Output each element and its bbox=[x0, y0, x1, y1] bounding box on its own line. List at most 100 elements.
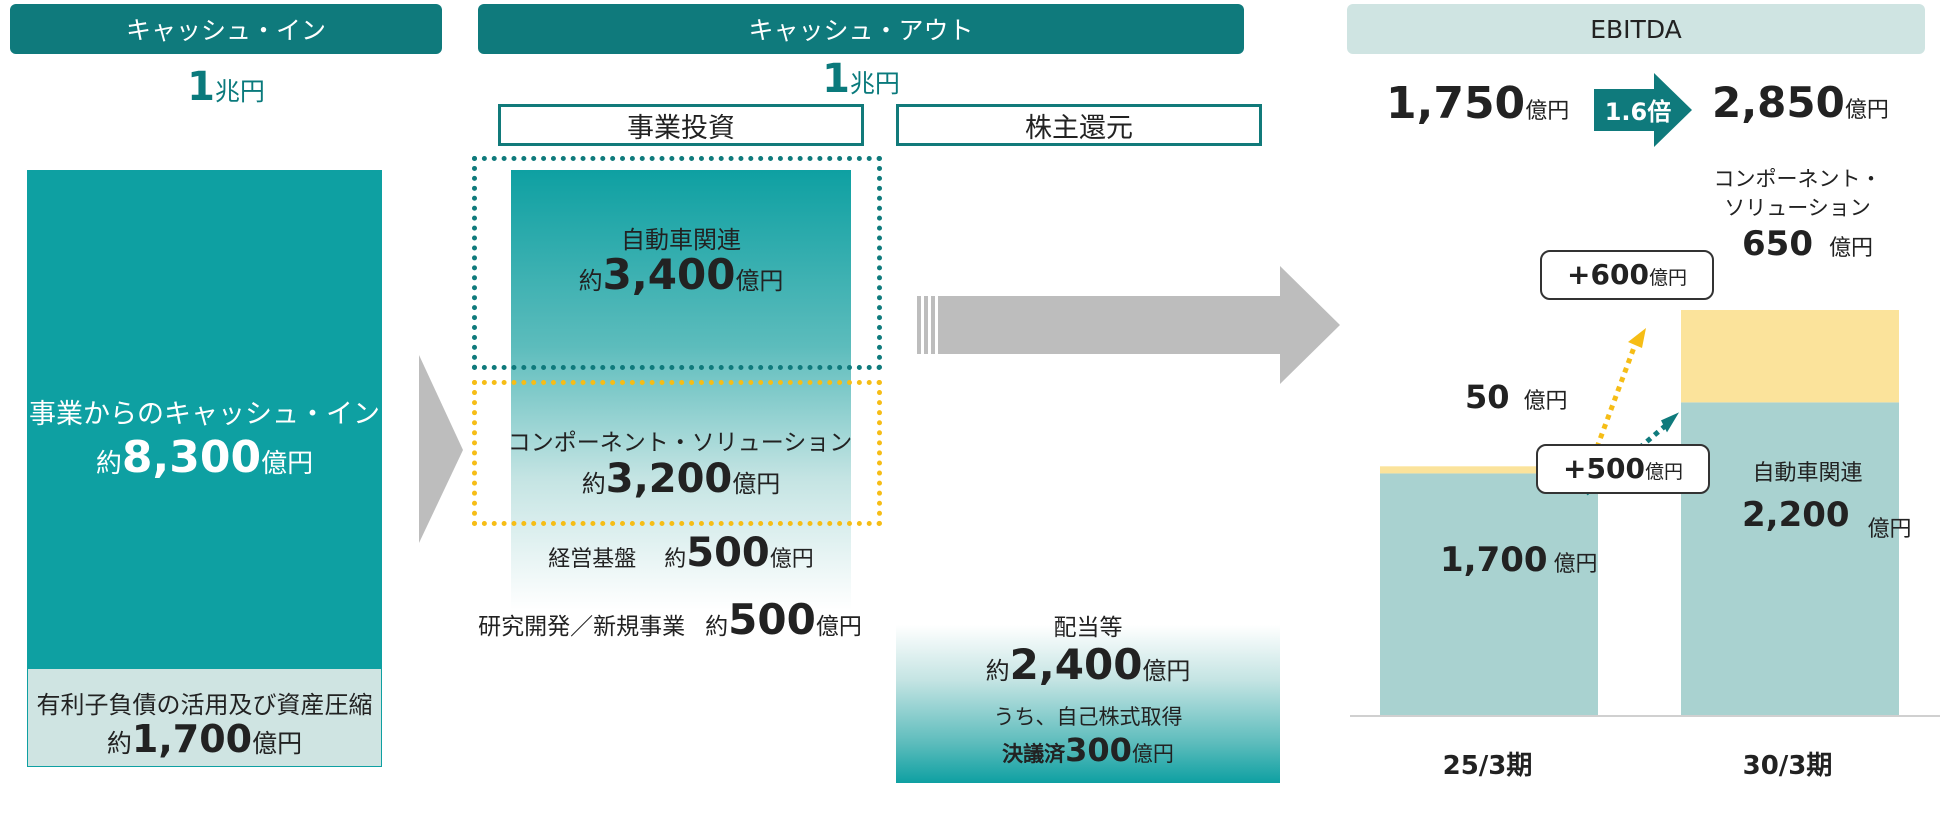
automotive-unit: 億円 bbox=[735, 267, 784, 295]
ebitda-to-value: 2,850 bbox=[1712, 78, 1845, 127]
flow-chevron bbox=[419, 355, 463, 543]
growth-arrow bbox=[1594, 73, 1692, 147]
category-label-2025: 25/3期 bbox=[1442, 751, 1533, 781]
business-investment-label: 事業投資 bbox=[498, 104, 864, 146]
rnd-unit: 億円 bbox=[815, 614, 862, 640]
cash-out-header: キャッシュ・アウト bbox=[478, 4, 1244, 54]
component-dashed-outline bbox=[472, 380, 882, 526]
buyback-unit: 億円 bbox=[1131, 742, 1174, 766]
cash-out-header-label: キャッシュ・アウト bbox=[748, 16, 974, 45]
dividend-block: 配当等 約 2,400 億円 うち、自己株式取得 決議済 300 億円 bbox=[896, 615, 1280, 783]
management-foundation: 経営基盤 約 500 億円 bbox=[511, 530, 851, 576]
cash-out-total-unit: 兆円 bbox=[849, 69, 900, 98]
automotive-amount: 約 3,400 億円 bbox=[511, 250, 851, 299]
category-label-2030: 30/3期 bbox=[1742, 751, 1833, 781]
shareholder-return-label: 株主還元 bbox=[896, 104, 1262, 146]
bar-comp-0 bbox=[1380, 466, 1598, 474]
buyback-label: うち、自己株式取得 bbox=[993, 705, 1183, 729]
auto-value-2030-number: 2,200 bbox=[1742, 495, 1850, 535]
increase-auto-value: +500 bbox=[1563, 452, 1645, 485]
cash-in-business-block: 事業からのキャッシュ・イン 約 8,300 億円 bbox=[27, 170, 382, 668]
auto-growth-arrowhead bbox=[1661, 412, 1679, 433]
buyback-amount: 決議済 300 億円 bbox=[896, 731, 1280, 769]
comp-value-2030-number: 650 bbox=[1742, 224, 1813, 264]
buyback-prefix: 決議済 bbox=[1002, 742, 1066, 766]
auto-value-2025-number: 1,700 bbox=[1440, 540, 1548, 580]
cash-in-total: 1 兆円 bbox=[10, 64, 442, 110]
component-unit: 億円 bbox=[732, 470, 781, 498]
auto-series-label: 自動車関連 bbox=[1752, 461, 1863, 486]
automotive-label: 自動車関連 bbox=[621, 226, 741, 254]
dividend-prefix: 約 bbox=[985, 657, 1010, 685]
cash-in-business-label: 事業からのキャッシュ・イン bbox=[29, 399, 380, 430]
cash-in-business-prefix: 約 bbox=[95, 449, 122, 479]
component-label: コンポーネント・ソリューション bbox=[507, 430, 853, 456]
comp-value-2025: 50 億円 bbox=[1465, 378, 1568, 416]
dividend-unit: 億円 bbox=[1142, 657, 1191, 685]
comp-series-label-line2: ソリューション bbox=[1724, 196, 1871, 220]
auto-value-2025: 1,700 億円 bbox=[1440, 540, 1598, 580]
management-label: 経営基盤 bbox=[548, 547, 637, 572]
bar-auto-1 bbox=[1681, 402, 1899, 715]
management-prefix: 約 bbox=[664, 547, 687, 572]
rnd-value: 500 bbox=[728, 595, 816, 644]
bar-comp-1 bbox=[1681, 310, 1899, 403]
cash-in-debt-unit: 億円 bbox=[252, 729, 303, 758]
comp-series-label-line1: コンポーネント・ bbox=[1713, 167, 1882, 191]
cash-in-debt-block: 有利子負債の活用及び資産圧縮 約 1,700 億円 bbox=[27, 668, 382, 767]
cash-in-total-value: 1 bbox=[187, 64, 215, 110]
cash-in-debt-prefix: 約 bbox=[106, 729, 132, 758]
component-value: 3,200 bbox=[605, 456, 733, 502]
automotive-dashed-outline bbox=[472, 156, 882, 370]
dividend-value: 2,400 bbox=[1009, 640, 1143, 689]
comp-value-2030-unit: 億円 bbox=[1828, 236, 1873, 261]
cash-in-business-value: 8,300 bbox=[121, 432, 262, 483]
ebitda-from-value: 1,750 bbox=[1386, 78, 1526, 129]
component-prefix: 約 bbox=[581, 470, 606, 498]
rnd-label: 研究開発／新規事業 bbox=[478, 614, 686, 640]
management-unit: 億円 bbox=[769, 547, 814, 572]
cash-out-total-value: 1 bbox=[822, 56, 850, 102]
ebitda-from-unit: 億円 bbox=[1525, 99, 1570, 124]
ebitda-from: 1,750 億円 bbox=[1386, 78, 1569, 129]
cash-in-debt-amount: 約 1,700 億円 bbox=[28, 717, 381, 761]
ebitda-header-label: EBITDA bbox=[1590, 14, 1682, 44]
investment-bar bbox=[511, 170, 851, 610]
cash-in-total-unit: 兆円 bbox=[214, 77, 265, 106]
bar-auto-0 bbox=[1380, 473, 1598, 715]
dividend-amount: 約 2,400 億円 bbox=[896, 640, 1280, 689]
management-value: 500 bbox=[686, 530, 770, 576]
dividend-label: 配当等 bbox=[1053, 615, 1123, 641]
component-amount: 約 3,200 億円 bbox=[511, 456, 851, 502]
increase-comp-unit: 億円 bbox=[1648, 267, 1687, 289]
ebitda-to-unit: 億円 bbox=[1844, 98, 1889, 123]
growth-multiple: 1.6倍 bbox=[1604, 98, 1672, 126]
cash-in-debt-label: 有利子負債の活用及び資産圧縮 bbox=[36, 691, 373, 719]
cash-in-debt-value: 1,700 bbox=[131, 717, 253, 761]
increase-auto-unit: 億円 bbox=[1644, 461, 1683, 483]
increase-auto-badge: +500 億円 bbox=[1536, 444, 1710, 494]
ebitda-header: EBITDA bbox=[1347, 4, 1925, 54]
comp-value-2025-unit: 億円 bbox=[1523, 389, 1568, 414]
increase-comp-value: +600 bbox=[1567, 258, 1649, 291]
comp-value-2025-number: 50 bbox=[1465, 378, 1510, 416]
cash-in-business-amount: 約 8,300 億円 bbox=[27, 432, 382, 483]
auto-value-2030-unit: 億円 bbox=[1867, 517, 1912, 542]
cash-in-header: キャッシュ・イン bbox=[10, 4, 442, 54]
cash-in-header-label: キャッシュ・イン bbox=[125, 16, 326, 45]
auto-value-2030: 2,200 億円 bbox=[1742, 495, 1912, 542]
auto-value-2025-unit: 億円 bbox=[1553, 552, 1598, 577]
increase-comp-badge: +600 億円 bbox=[1540, 250, 1714, 300]
cash-in-business-unit: 億円 bbox=[261, 449, 314, 479]
buyback-value: 300 bbox=[1065, 731, 1132, 769]
comp-value-2030: 650 億円 bbox=[1742, 224, 1873, 264]
ebitda-to: 2,850 億円 bbox=[1712, 78, 1889, 127]
comp-growth-arrowhead bbox=[1628, 328, 1646, 348]
business-investment-text: 事業投資 bbox=[627, 112, 735, 144]
rnd-new-business: 研究開発／新規事業 約 500 億円 bbox=[455, 595, 885, 644]
automotive-prefix: 約 bbox=[578, 267, 603, 295]
cash-out-total: 1 兆円 bbox=[478, 56, 1244, 102]
shareholder-return-text: 株主還元 bbox=[1025, 112, 1133, 144]
big-flow-arrow bbox=[917, 266, 1340, 384]
rnd-prefix: 約 bbox=[705, 614, 729, 640]
